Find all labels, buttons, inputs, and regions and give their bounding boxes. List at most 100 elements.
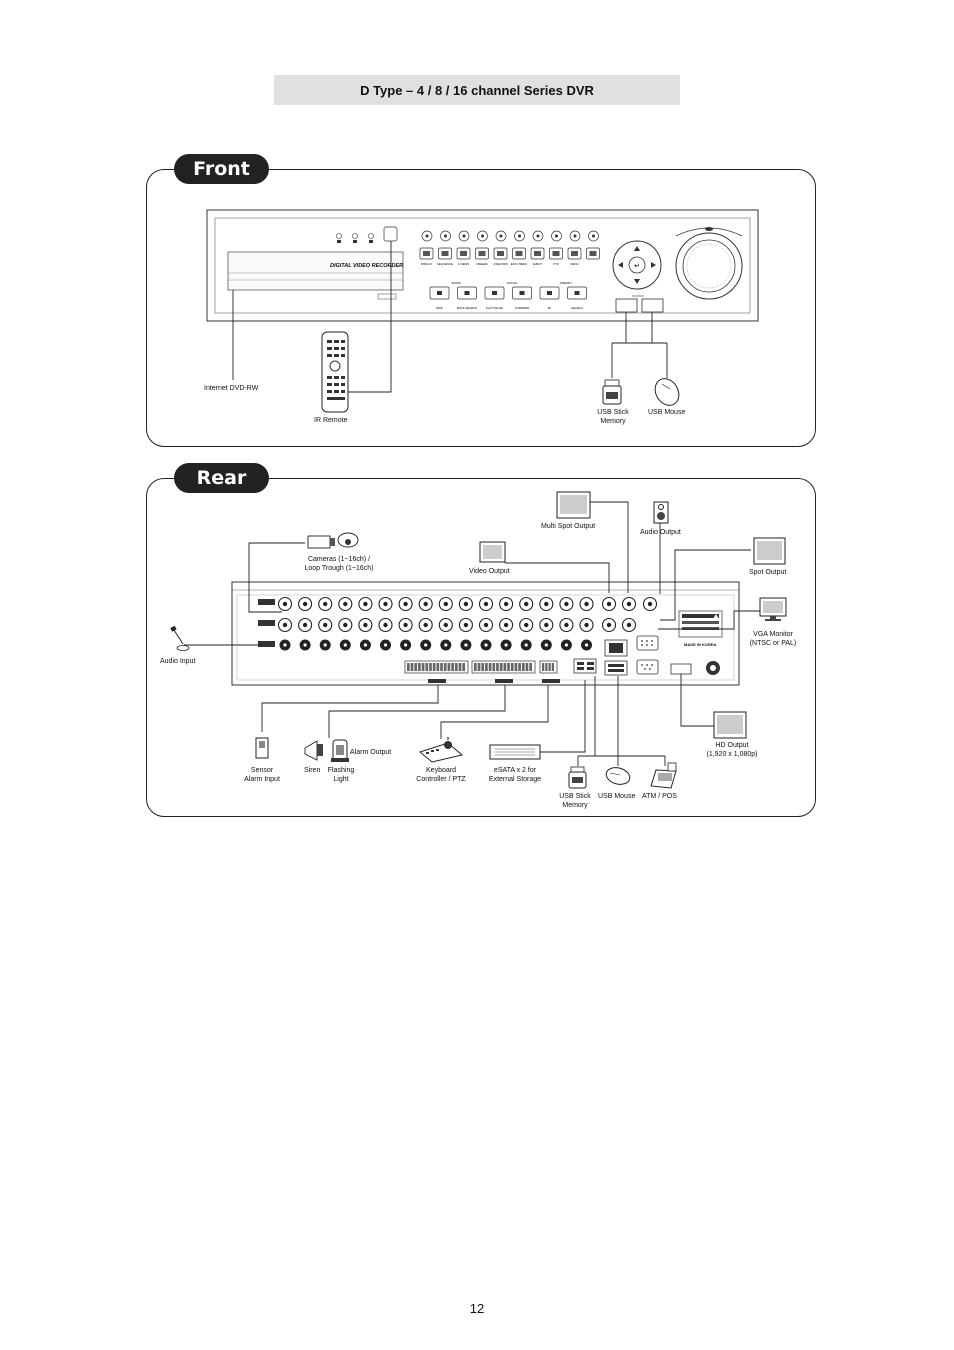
front-usb-mouse-label: USB Mouse xyxy=(648,409,686,416)
flashing-light-icon xyxy=(331,739,349,762)
hd-output-label-line1: HD Output xyxy=(715,742,749,749)
page-number: 12 xyxy=(469,1301,485,1316)
esata-label-line2: External Storage xyxy=(488,776,542,783)
function-button-label: EASY MENU xyxy=(511,262,527,266)
page-title: D Type – 4 / 8 / 16 channel Series DVR xyxy=(274,75,680,105)
hd-output-label-line2: (1,920 x 1,080p) xyxy=(706,751,758,758)
esata-port-block xyxy=(573,658,597,674)
playback-button-label: SEARCH xyxy=(571,306,583,310)
svg-text:↵: ↵ xyxy=(634,262,640,270)
atm-pos-label: ATM / POS xyxy=(642,793,677,800)
function-button-label: 4 VIEWS xyxy=(458,262,469,266)
video-output-label: Video Output xyxy=(469,568,510,575)
flashing-light-label-line2: Light xyxy=(333,776,349,783)
rear-ports xyxy=(573,635,720,676)
front-usb-stick-label-line1: USB Stick xyxy=(597,409,629,416)
made-in-label: MADE IN KOREA xyxy=(684,642,717,647)
vga-monitor-label-line2: (NTSC or PAL) xyxy=(749,640,797,647)
sensor-label-line2: Alarm Input xyxy=(244,776,280,783)
esata-storage-icon xyxy=(489,744,541,760)
warning-label-plate xyxy=(678,610,723,638)
ir-remote-icon xyxy=(321,331,349,413)
vga-port xyxy=(636,635,659,651)
sensor-icon xyxy=(255,737,269,759)
speaker-icon xyxy=(653,501,669,524)
hdmi-port xyxy=(670,663,692,675)
camera-icon xyxy=(307,532,359,549)
rear-panel-frame xyxy=(146,478,816,817)
multi-spot-monitor-icon xyxy=(556,491,591,519)
keyboard-label-line2: Controller / PTZ xyxy=(416,776,466,783)
sensor-label-line1: Sensor xyxy=(250,767,274,774)
front-usb-stick-label-line2: Memory xyxy=(600,418,626,425)
function-button-label: SEQUENCE xyxy=(437,262,453,266)
function-button-label: PTZ xyxy=(553,262,559,266)
audio-input-label: Audio Input xyxy=(160,658,196,665)
button-group-label: ZOOM xyxy=(452,281,461,285)
dvd-drive xyxy=(227,251,404,291)
playback-button-label: BACK SEARCH xyxy=(457,306,477,310)
spot-output-label: Spot Output xyxy=(749,569,787,576)
front-panel-frame xyxy=(146,169,816,447)
playback-button-label: FORWARD xyxy=(515,306,529,310)
flashing-light-label: Flashing Light xyxy=(323,766,359,784)
ptz-keyboard-icon xyxy=(418,737,464,763)
multi-spot-label: Multi Spot Output xyxy=(541,523,596,530)
ir-receiver xyxy=(383,226,398,242)
function-button-label: 4 RECORD xyxy=(493,262,507,266)
navigation-pad-icon: ↵ xyxy=(612,240,662,290)
usb-mouse-icon xyxy=(654,378,680,406)
button-group-label: FOCUS xyxy=(507,281,518,285)
siren-icon xyxy=(304,740,323,761)
dvr-rear-unit xyxy=(231,581,740,686)
rear-usb-stick-label: USB Stick Memory xyxy=(554,792,596,810)
rear-usb-stick-icon xyxy=(568,766,587,789)
vga-monitor-icon xyxy=(759,597,787,621)
playback-button-label: PLAY PAUSE xyxy=(486,306,503,310)
keyboard-label-line1: Keyboard xyxy=(426,767,456,774)
keyboard-label: Keyboard Controller / PTZ xyxy=(410,766,472,784)
front-usb-ports xyxy=(615,295,664,313)
button-group-label: PRESET xyxy=(560,281,572,285)
alarm-terminal-blocks xyxy=(404,660,560,683)
atm-pos-icon xyxy=(650,762,677,789)
status-led-icons xyxy=(336,233,374,243)
usb-stick-icon xyxy=(602,379,622,405)
microphone-icon xyxy=(170,625,190,651)
playback-buttons: REW BACK SEARCH PLAY PAUSE FORWARD FF SEARCH Z… xyxy=(429,281,587,310)
playback-button-label: FF xyxy=(548,306,552,310)
serial-port xyxy=(636,659,659,675)
device-caption: DIGITAL VIDEO RECORDER xyxy=(330,263,404,269)
function-button-label: FREEZE xyxy=(476,262,487,266)
bnc-connector-rows xyxy=(277,596,658,651)
rear-usb-mouse-icon xyxy=(605,767,631,785)
vga-monitor-label-line1: VGA Monitor xyxy=(753,631,793,638)
siren-label: Siren xyxy=(304,767,321,774)
dvd-label: Internet DVD-RW xyxy=(204,385,259,392)
playback-button-label: REW xyxy=(436,306,443,310)
sensor-label: Sensor Alarm Input xyxy=(238,766,286,784)
jog-shuttle-icon xyxy=(675,227,743,300)
rear-usb-stick-label-line1: USB Stick xyxy=(559,793,591,800)
rear-usb-stick-label-line2: Memory xyxy=(562,802,588,809)
hd-output-label: HD Output (1,920 x 1,080p) xyxy=(704,741,760,759)
function-button-label: MENU xyxy=(570,262,578,266)
esata-label: eSATA x 2 for External Storage xyxy=(484,766,546,784)
cameras-label-line2: Loop Trough (1~16ch) xyxy=(304,565,374,572)
rear-usb-mouse-label: USB Mouse xyxy=(598,793,636,800)
rear-connection-lines xyxy=(184,501,760,766)
rear-tab: Rear xyxy=(174,463,269,493)
front-connection-lines xyxy=(232,241,668,393)
audio-output-label: Audio Output xyxy=(640,529,681,536)
cameras-label-line1: Cameras (1~16ch) / xyxy=(307,556,371,563)
vga-monitor-label: VGA Monitor (NTSC or PAL) xyxy=(746,630,800,648)
channel-buttons xyxy=(421,230,599,242)
front-usb-stick-label: USB Stick Memory xyxy=(592,408,634,426)
ir-remote-label: IR Remote xyxy=(314,417,348,424)
flashing-light-label-line1: Flashing xyxy=(327,767,355,774)
alarm-output-label: Alarm Output xyxy=(350,749,392,756)
front-tab: Front xyxy=(174,154,269,184)
